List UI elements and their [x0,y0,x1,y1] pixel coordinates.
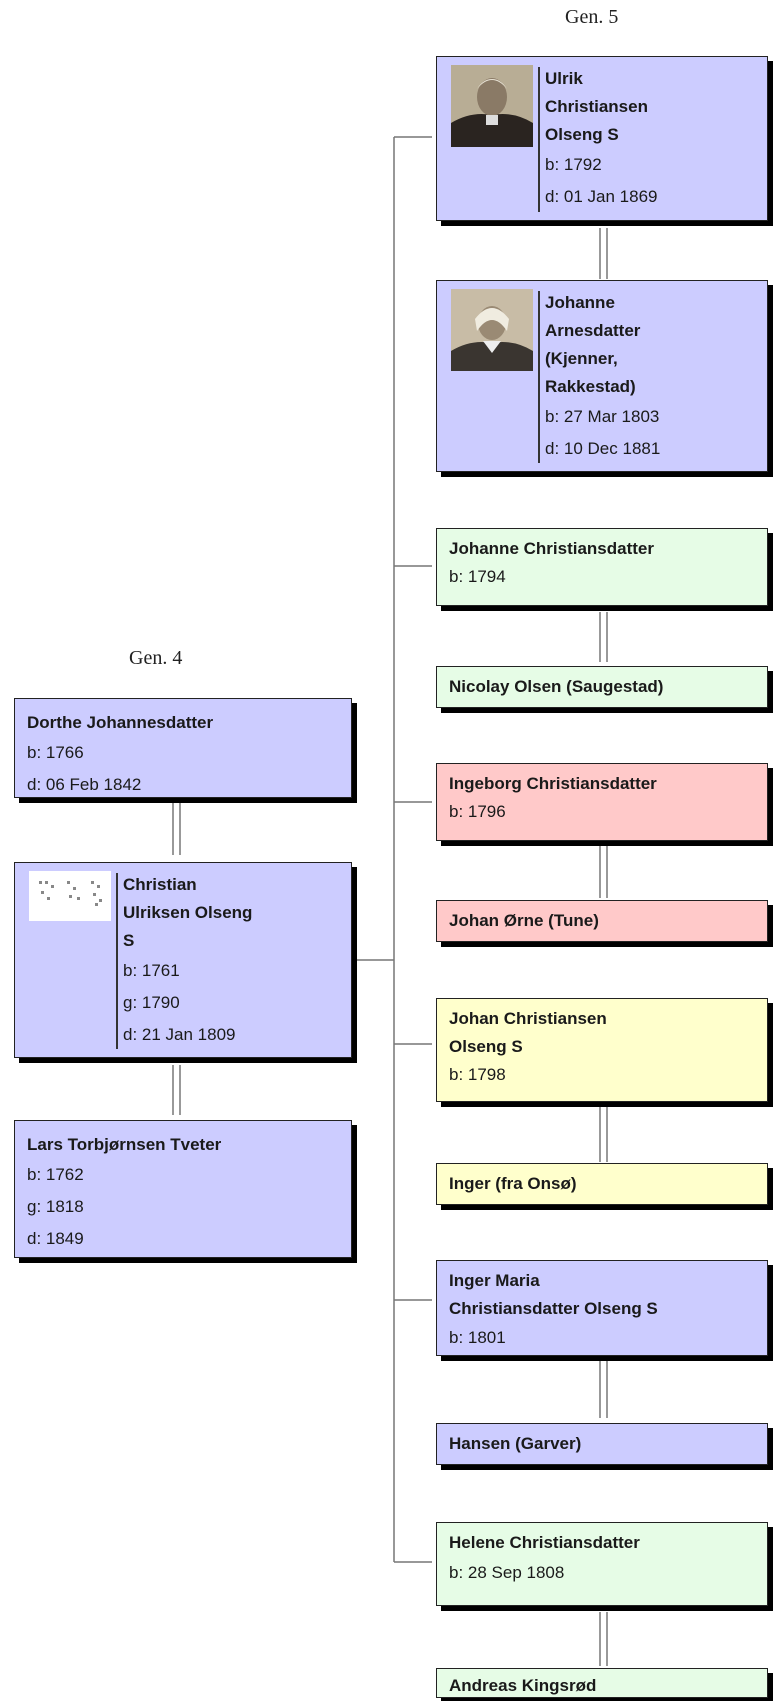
person-name-line-2: Ulriksen Olseng [123,903,253,922]
person-box-johan-christiansen[interactable]: Johan Christiansen Olseng S b: 1798 [436,998,768,1102]
marriage-date: g: 1790 [123,993,180,1012]
person-name: Inger (fra Onsø) [449,1174,577,1193]
birth-date: b: 1794 [449,567,506,586]
birth-date: b: 1801 [449,1328,506,1347]
person-name: Andreas Kingsrød [449,1676,597,1695]
person-name-line-1: Johanne [545,293,615,312]
person-name-line-2: Christiansdatter Olseng S [449,1299,658,1318]
person-box-inger-onso[interactable]: Inger (fra Onsø) [436,1163,768,1205]
person-name: Hansen (Garver) [449,1434,582,1453]
death-date: d: 1849 [27,1229,84,1248]
person-name-line-1: Ulrik [545,69,583,88]
person-box-johanne-christiansdatter[interactable]: Johanne Christiansdatter b: 1794 [436,528,768,606]
person-box-johanne-arnesdatter[interactable]: Johanne Arnesdatter (Kjenner, Rakkestad)… [436,280,768,472]
scan-pattern-icon [39,881,102,906]
person-name-line-4: Rakkestad) [545,377,636,396]
person-box-andreas[interactable]: Andreas Kingsrød [436,1668,768,1698]
portrait-man-icon [451,65,533,147]
person-box-dorthe[interactable]: Dorthe Johannesdatter b: 1766 d: 06 Feb … [14,698,352,798]
birth-date: b: 1796 [449,802,506,821]
person-box-inger-maria[interactable]: Inger Maria Christiansdatter Olseng S b:… [436,1260,768,1356]
person-box-helene[interactable]: Helene Christiansdatter b: 28 Sep 1808 [436,1522,768,1606]
person-box-christian[interactable]: Christian Ulriksen Olseng S b: 1761 g: 1… [14,862,352,1058]
birth-date: b: 1762 [27,1165,84,1184]
person-name: Lars Torbjørnsen Tveter [27,1135,222,1154]
gen-4-label: Gen. 4 [129,647,183,669]
person-name-line-2: Christiansen [545,97,648,116]
person-box-ulrik[interactable]: Ulrik Christiansen Olseng S b: 1792 d: 0… [436,56,768,221]
person-box-ingeborg[interactable]: Ingeborg Christiansdatter b: 1796 [436,763,768,841]
person-name-line-1: Christian [123,875,197,894]
death-date: d: 21 Jan 1809 [123,1025,236,1044]
person-name-line-3: S [123,931,135,950]
person-name: Nicolay Olsen (Saugestad) [449,677,664,696]
birth-date: b: 1761 [123,961,180,980]
marriage-date: g: 1818 [27,1197,84,1216]
death-date: d: 06 Feb 1842 [27,775,142,794]
person-box-hansen[interactable]: Hansen (Garver) [436,1423,768,1465]
person-name-line-1: Johan Christiansen [449,1009,607,1028]
person-name-line-2: Olseng S [449,1037,523,1056]
portrait-woman-icon [451,289,533,371]
birth-date: b: 1792 [545,155,602,174]
birth-date: b: 1766 [27,743,84,762]
person-name: Johan Ørne (Tune) [449,911,599,930]
birth-date: b: 1798 [449,1065,506,1084]
birth-date: b: 27 Mar 1803 [545,407,660,426]
person-name-line-3: Olseng S [545,125,619,144]
person-name-line-3: (Kjenner, [545,349,618,368]
death-date: d: 10 Dec 1881 [545,439,661,458]
person-name: Ingeborg Christiansdatter [449,774,657,793]
photo-placeholder-icon [29,871,111,921]
person-name-line-1: Inger Maria [449,1271,540,1290]
person-box-nicolay[interactable]: Nicolay Olsen (Saugestad) [436,666,768,708]
birth-date: b: 28 Sep 1808 [449,1563,565,1582]
person-name: Helene Christiansdatter [449,1533,640,1552]
gen-5-label: Gen. 5 [565,6,619,28]
death-date: d: 01 Jan 1869 [545,187,658,206]
person-name: Johanne Christiansdatter [449,539,654,558]
person-name: Dorthe Johannesdatter [27,713,214,732]
person-name-line-2: Arnesdatter [545,321,641,340]
person-box-johan-orne[interactable]: Johan Ørne (Tune) [436,900,768,942]
person-box-lars[interactable]: Lars Torbjørnsen Tveter b: 1762 g: 1818 … [14,1120,352,1258]
